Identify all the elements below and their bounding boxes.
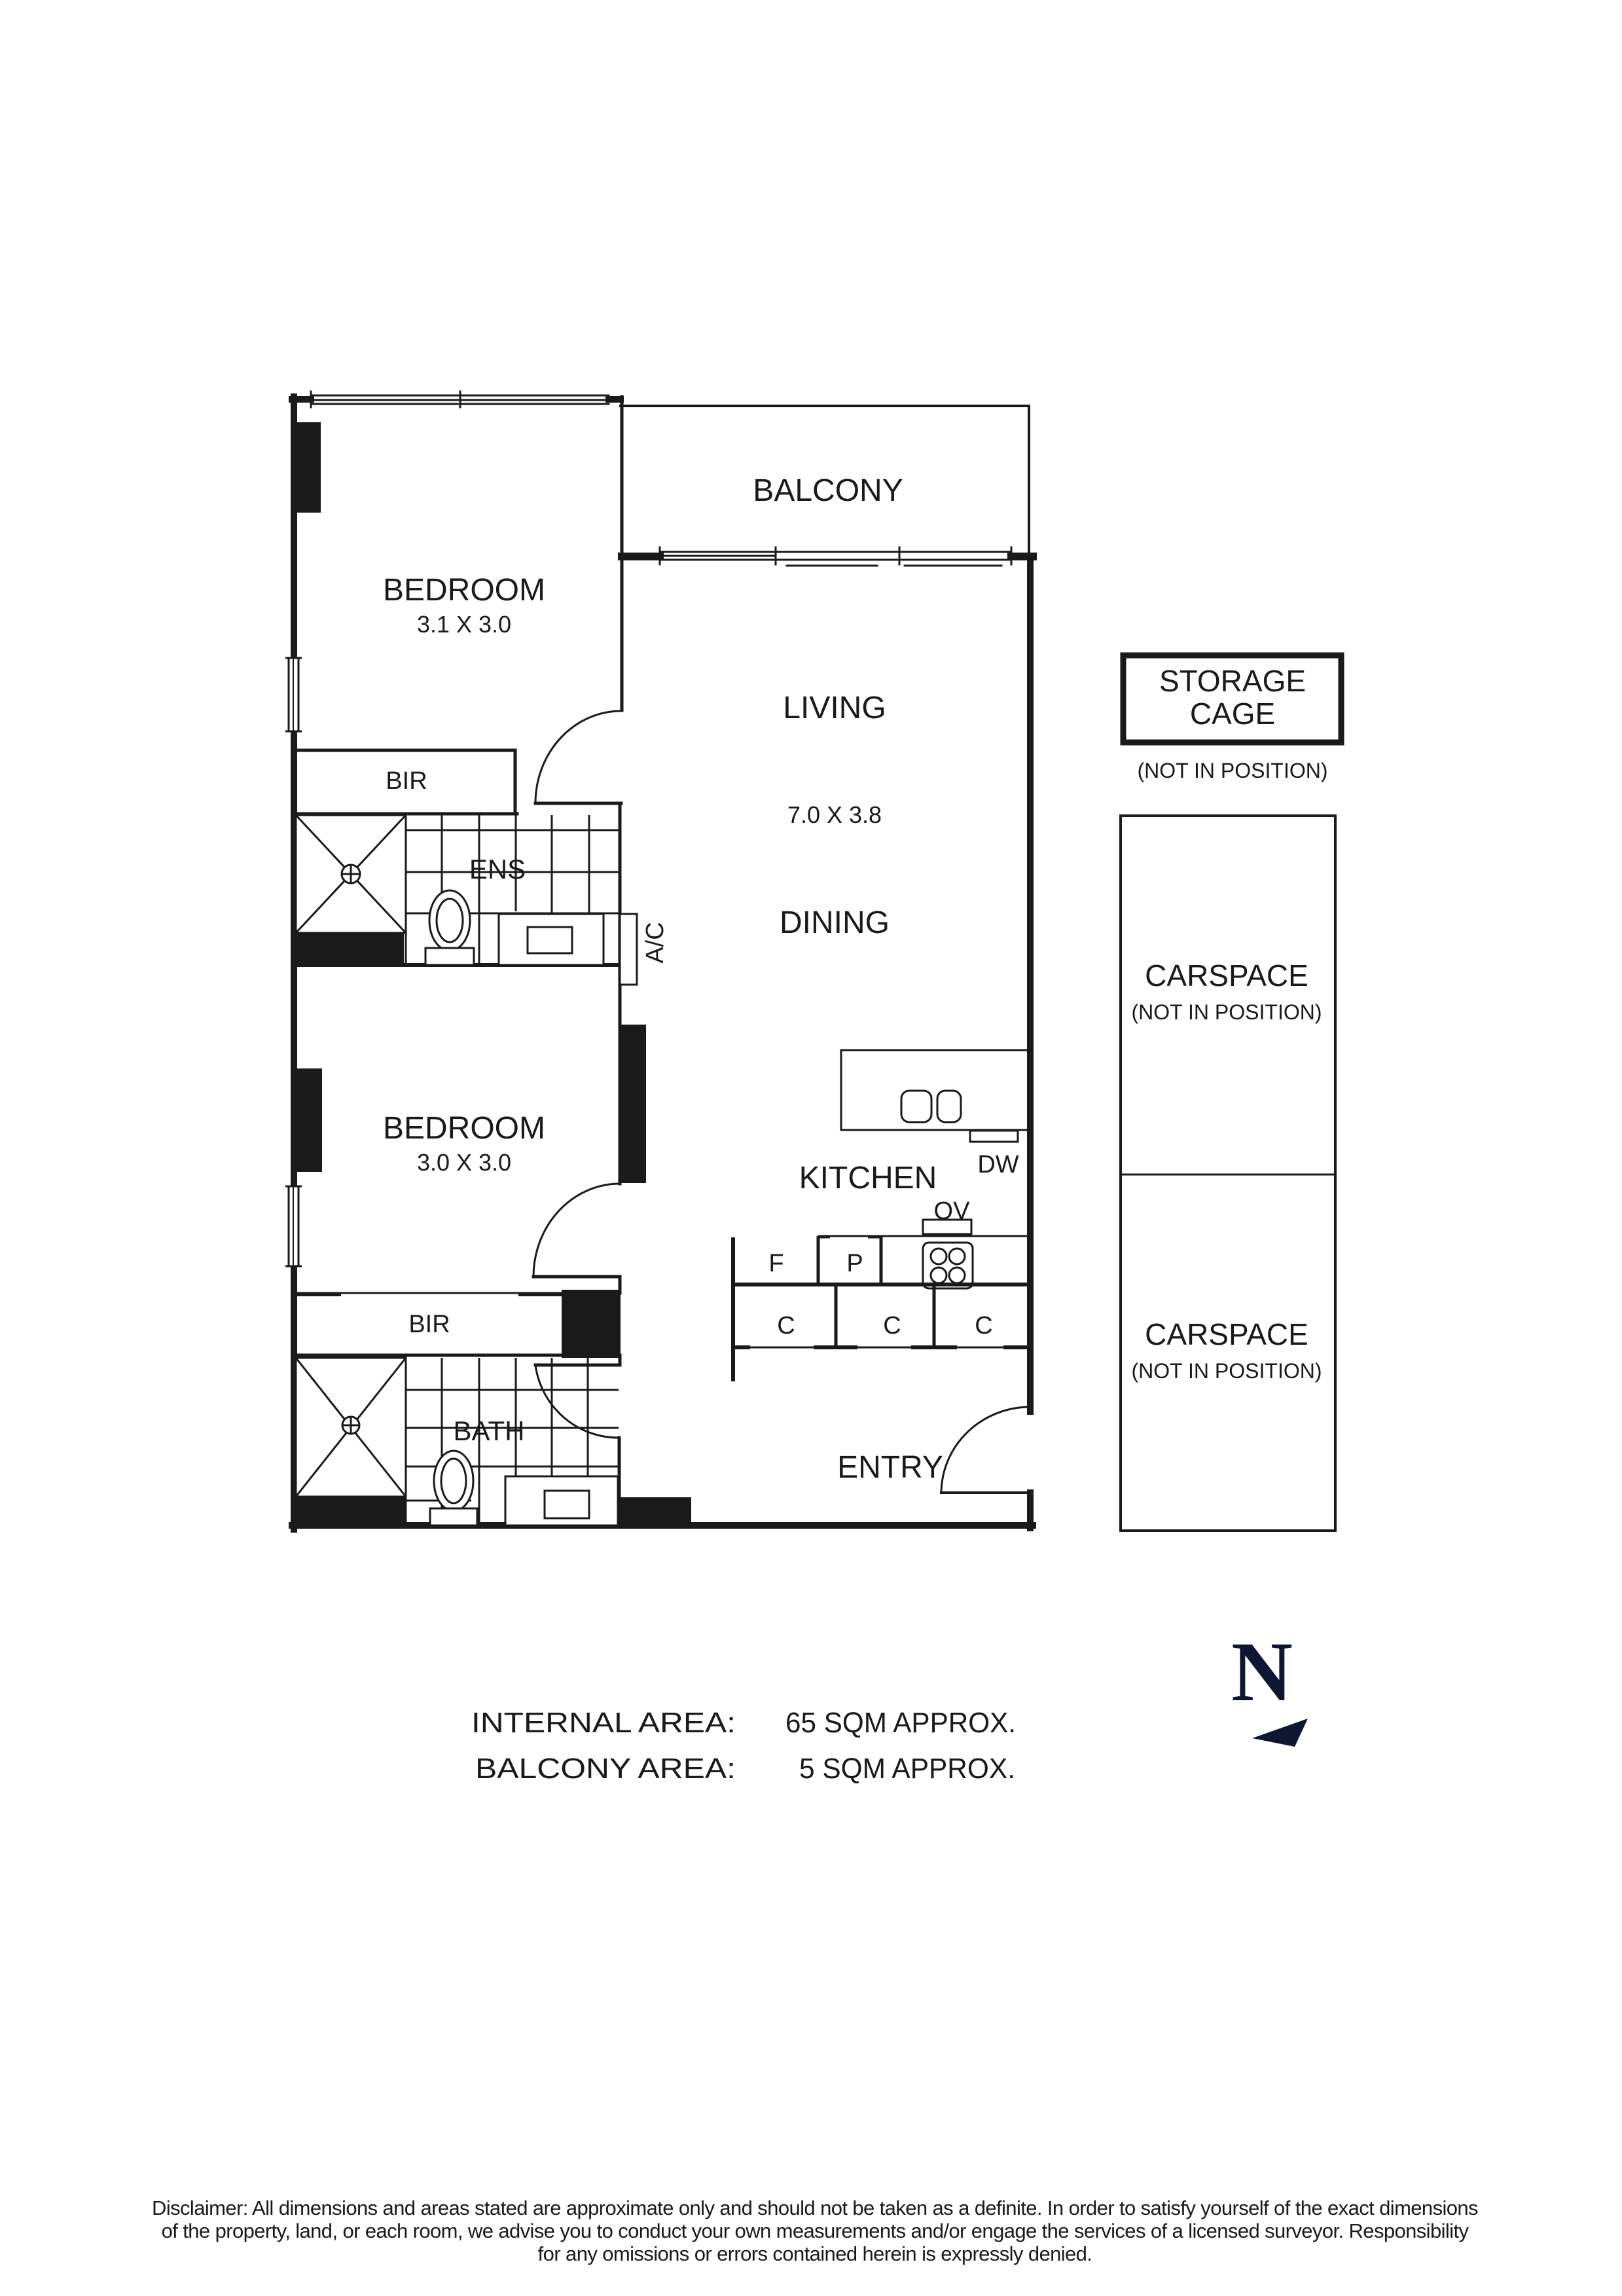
carspace1-note: (NOT IN POSITION) [1132, 1000, 1322, 1024]
internal-area-value: 65 SQM APPROX. [785, 1707, 1016, 1739]
storage-note: (NOT IN POSITION) [1138, 759, 1328, 782]
carspaces: CARSPACE (NOT IN POSITION) CARSPACE (NOT… [1119, 814, 1337, 1532]
storage-title-line2: CAGE [1190, 697, 1275, 731]
bedroom1-dimensions: 3.1 X 3.0 [417, 611, 511, 638]
bath-fixtures [295, 1357, 619, 1527]
disclaimer-line-3: for any omissions or errors contained he… [537, 2242, 1092, 2265]
balcony-area-label: BALCONY AREA: [475, 1753, 736, 1785]
bedroom2-dimensions: 3.0 X 3.0 [417, 1149, 511, 1176]
living-dimensions: 7.0 X 3.8 [787, 801, 882, 828]
carspace1-label: CARSPACE [1145, 958, 1308, 993]
side-windows [285, 657, 302, 1267]
balcony-area-value: 5 SQM APPROX. [799, 1753, 1015, 1785]
entry-label: ENTRY [837, 1450, 943, 1485]
disclaimer-line-1: Disclaimer: All dimensions and areas sta… [152, 2196, 1478, 2219]
internal-area-label: INTERNAL AREA: [471, 1707, 736, 1739]
cupboard-label-1: C [777, 1312, 795, 1339]
kitchen-fixtures [731, 1049, 1030, 1381]
balcony-label: BALCONY [753, 473, 903, 508]
disclaimer-line-2: of the property, land, or each room, we … [161, 2219, 1469, 2242]
carspace2-note: (NOT IN POSITION) [1132, 1359, 1322, 1383]
room-labels: BALCONY BEDROOM 3.1 X 3.0 LIVING 7.0 X 3… [383, 473, 1019, 1485]
cupboard-label-2: C [883, 1312, 901, 1339]
solid-columns [296, 422, 691, 1527]
north-arrow-icon [1252, 1719, 1308, 1747]
pantry-label: P [846, 1250, 863, 1277]
bir2-label: BIR [408, 1311, 450, 1338]
dining-label: DINING [780, 905, 890, 940]
living-label: LIVING [783, 691, 886, 725]
north-letter: N [1231, 1625, 1293, 1719]
bedroom2-label: BEDROOM [383, 1111, 545, 1146]
ensuite-label: ENS [469, 854, 526, 884]
north-compass: N [1231, 1625, 1308, 1747]
oven-label: OV [934, 1197, 971, 1225]
storage-cage: STORAGE CAGE (NOT IN POSITION) [1120, 652, 1344, 782]
fridge-label: F [768, 1250, 784, 1277]
ensuite-fixtures [295, 812, 638, 986]
bath-label: BATH [454, 1415, 525, 1446]
ac-label: A/C [641, 922, 669, 963]
disclaimer: Disclaimer: All dimensions and areas sta… [62, 2196, 1568, 2265]
cupboard-label-3: C [975, 1312, 992, 1339]
bir1-label: BIR [386, 767, 427, 795]
area-summary: INTERNAL AREA: 65 SQM APPROX. BALCONY AR… [471, 1707, 1016, 1785]
storage-title-line1: STORAGE [1159, 664, 1306, 698]
bedroom1-label: BEDROOM [383, 573, 545, 608]
kitchen-label: KITCHEN [799, 1161, 937, 1195]
dishwasher-label: DW [977, 1151, 1018, 1178]
carspace2-label: CARSPACE [1145, 1317, 1308, 1351]
